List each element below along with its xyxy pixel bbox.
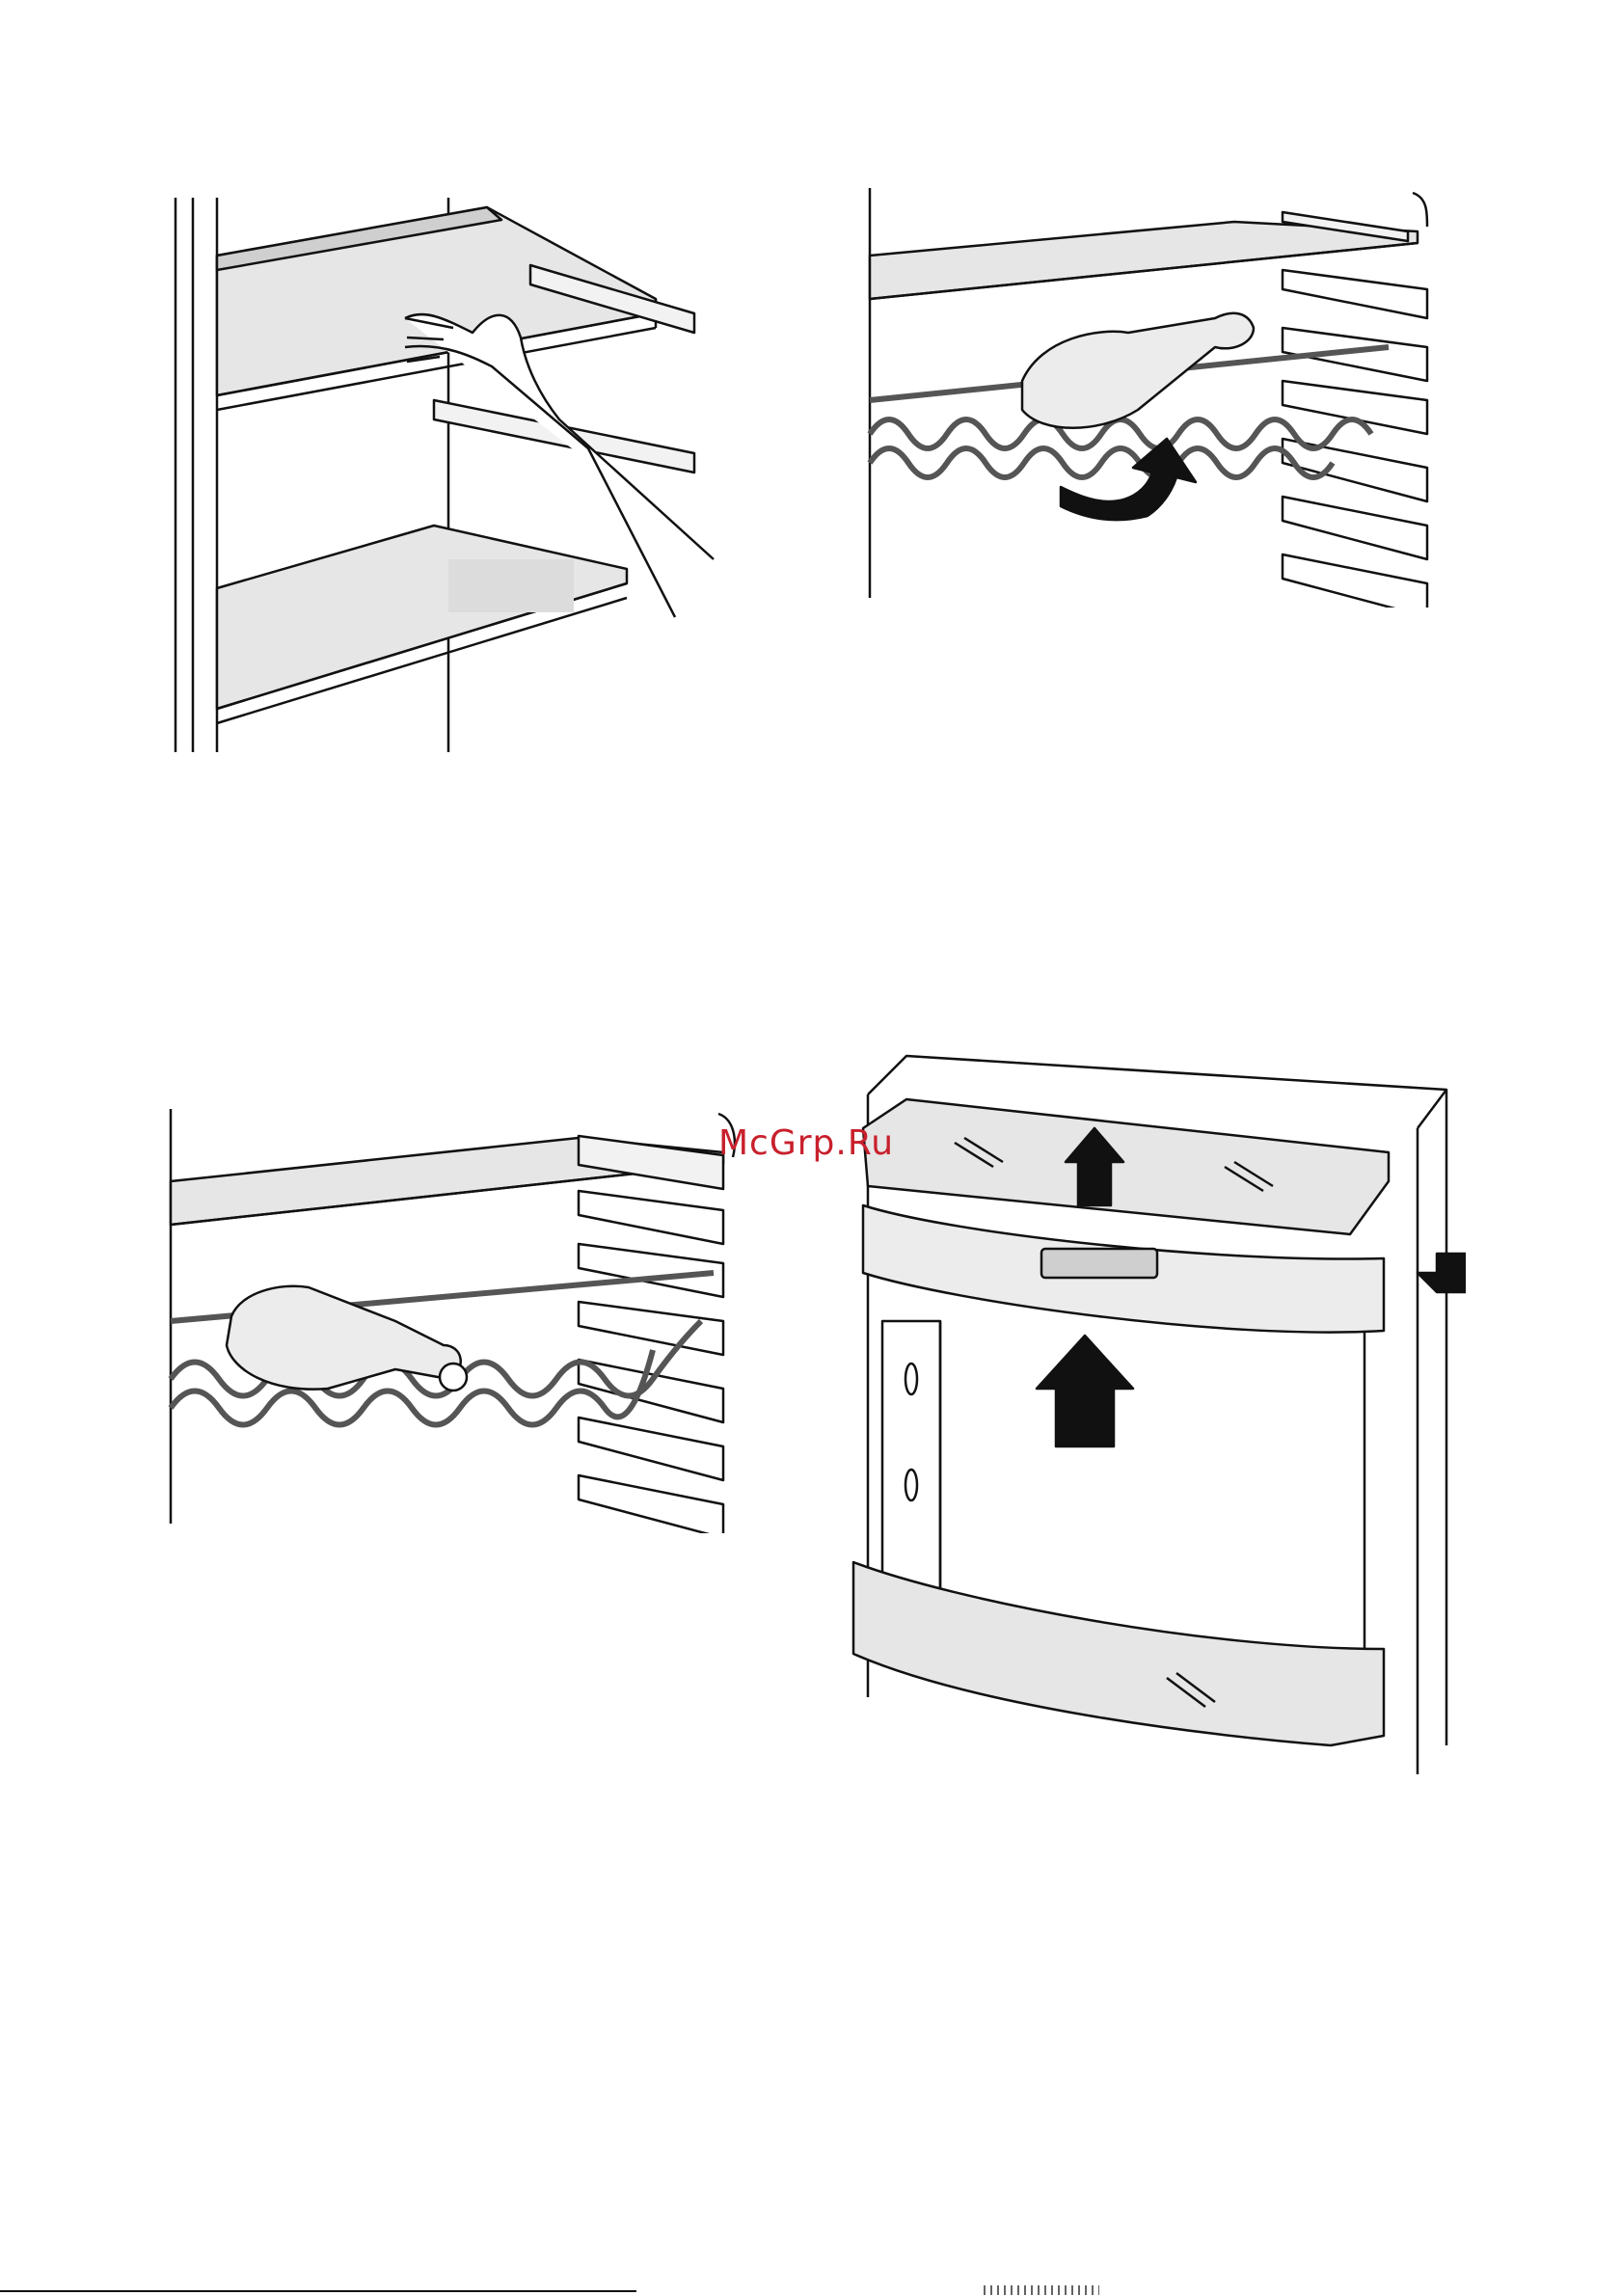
footer-marks [984, 2285, 1099, 2295]
glass-shelf-removal-illustration [154, 174, 723, 771]
watermark-text: McGrp.Ru [718, 1123, 894, 1163]
crisper-drawer-removal-illustration [839, 1041, 1466, 1794]
bottle-rack-installed-illustration [154, 1099, 752, 1533]
footer-rule [0, 2290, 636, 2292]
bottle-rack-insertion-illustration [849, 174, 1446, 608]
